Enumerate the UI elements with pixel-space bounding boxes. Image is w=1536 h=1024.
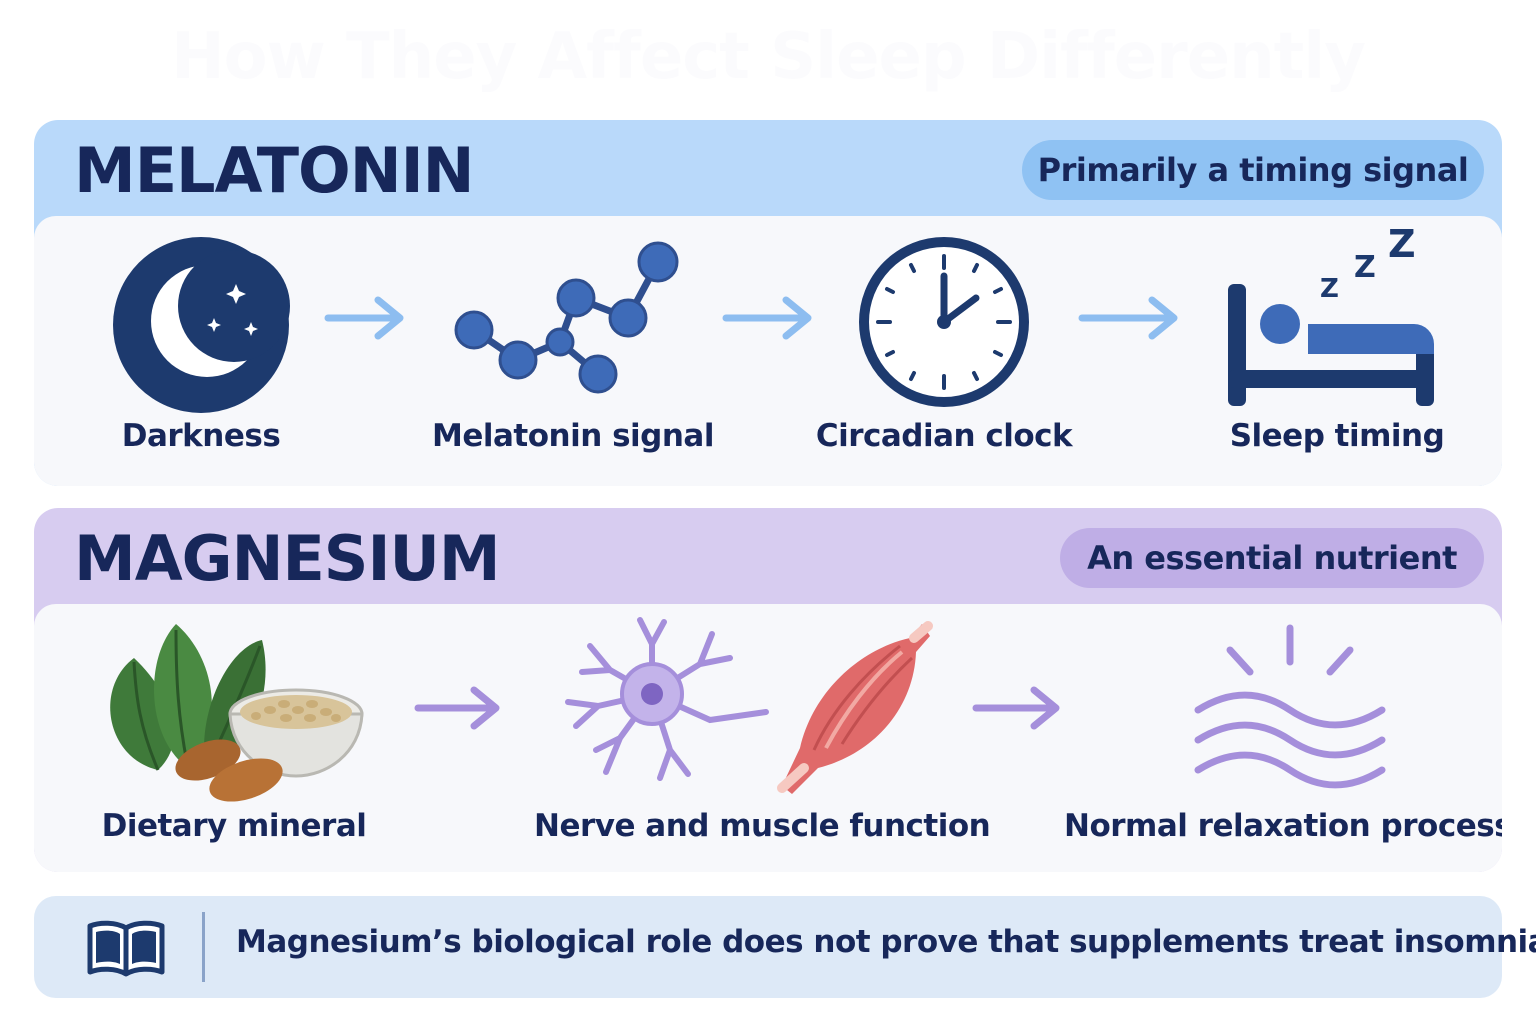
disclaimer-text: Magnesium’s biological role does not pro…: [236, 924, 1536, 960]
step-label-nerve-and-muscle-function: Nerve and muscle function: [534, 808, 991, 844]
magnesium-title: MAGNESIUM: [74, 522, 501, 595]
arrow-right-icon: [324, 296, 404, 340]
magnesium-panel: MAGNESIUM An essential nutrient: [34, 508, 1502, 872]
step-label-darkness: Darkness: [121, 418, 281, 454]
star-icon: [226, 284, 246, 304]
bed-icon: [1228, 284, 1434, 406]
food-icon: [110, 624, 364, 802]
almond-icon: [175, 739, 283, 802]
melatonin-title: MELATONIN: [74, 134, 475, 207]
step-label-normal-relaxation-processes: Normal relaxation processes: [1064, 808, 1502, 844]
moon-icon: [113, 237, 290, 413]
sleep-z-medium: Z: [1354, 250, 1376, 285]
disclaimer-note: Magnesium’s biological role does not pro…: [34, 896, 1536, 998]
melatonin-flow: Darkness Mel: [34, 216, 1502, 486]
relaxation-waves-icon: [1194, 624, 1386, 789]
melatonin-header: MELATONIN Primarily a timing signal: [34, 120, 1502, 220]
magnesium-flow: Dietary mineral: [34, 604, 1502, 872]
sleep-z-small: Z: [1320, 274, 1339, 304]
magnesium-header: MAGNESIUM An essential nutrient: [34, 508, 1502, 608]
arrow-right-icon: [414, 686, 500, 730]
step-label-dietary-mineral: Dietary mineral: [101, 808, 367, 844]
arrow-right-icon: [722, 296, 812, 340]
sleep-z-large: Z: [1388, 222, 1416, 266]
star-icon: [207, 318, 221, 332]
arrow-right-icon: [972, 686, 1060, 730]
nerve-cell-icon: [565, 617, 769, 781]
muscle-icon: [777, 621, 933, 794]
page-title: How They Affect Sleep Differently: [171, 20, 1366, 94]
melatonin-tag: Primarily a timing signal: [1022, 140, 1484, 200]
star-icon: [244, 322, 258, 336]
book-icon: [87, 920, 165, 977]
clock-icon: [859, 237, 1029, 407]
melatonin-panel: MELATONIN Primarily a timing signal Dark…: [34, 120, 1502, 486]
molecule-icon: [454, 241, 679, 394]
magnesium-tag: An essential nutrient: [1060, 528, 1484, 588]
step-label-circadian-clock: Circadian clock: [815, 418, 1073, 454]
note-divider: [202, 912, 205, 982]
step-label-sleep-timing: Sleep timing: [1229, 418, 1445, 454]
arrow-right-icon: [1078, 296, 1178, 340]
step-label-melatonin-signal: Melatonin signal: [432, 418, 714, 454]
